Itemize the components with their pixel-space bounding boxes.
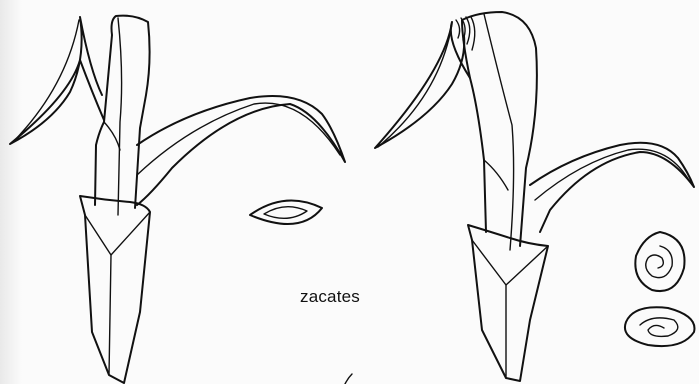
left-right-blade-vein (137, 103, 340, 175)
flat-cross-section (250, 200, 322, 224)
right-upper-blade (375, 22, 470, 148)
left-sheath-fold (109, 212, 150, 375)
right-blade-hatch-3 (466, 17, 470, 44)
figure-caption: zacates (300, 287, 360, 307)
right-upper-blade-vein (378, 24, 452, 147)
left-upper-blade (10, 17, 104, 144)
flat-section-outer (250, 200, 322, 224)
right-blade-hatch-4 (471, 17, 475, 50)
right-right-blade-vein (535, 149, 690, 200)
left-grass-stem (10, 16, 345, 383)
rolled-section-upper-spiral (646, 246, 673, 278)
left-culm-midrib (118, 18, 122, 215)
left-culm-outline (95, 16, 150, 208)
right-culm-inner (484, 160, 508, 190)
flat-section-inner (264, 207, 307, 219)
right-right-blade (530, 143, 694, 232)
right-blade-hatch-1 (456, 20, 460, 38)
rolled-cross-sections (625, 232, 695, 346)
right-sheath-outline (468, 225, 548, 381)
rolled-section-lower-spiral (640, 318, 678, 337)
rolled-section-upper-outer (635, 232, 684, 291)
stray-mark (345, 374, 352, 384)
right-culm-midrib (484, 14, 514, 250)
right-sheath-fold (506, 246, 548, 378)
left-right-blade (137, 96, 345, 205)
left-culm-inner (104, 122, 120, 150)
right-grass-stem (375, 12, 694, 381)
left-sheath-fold-2 (85, 215, 111, 255)
